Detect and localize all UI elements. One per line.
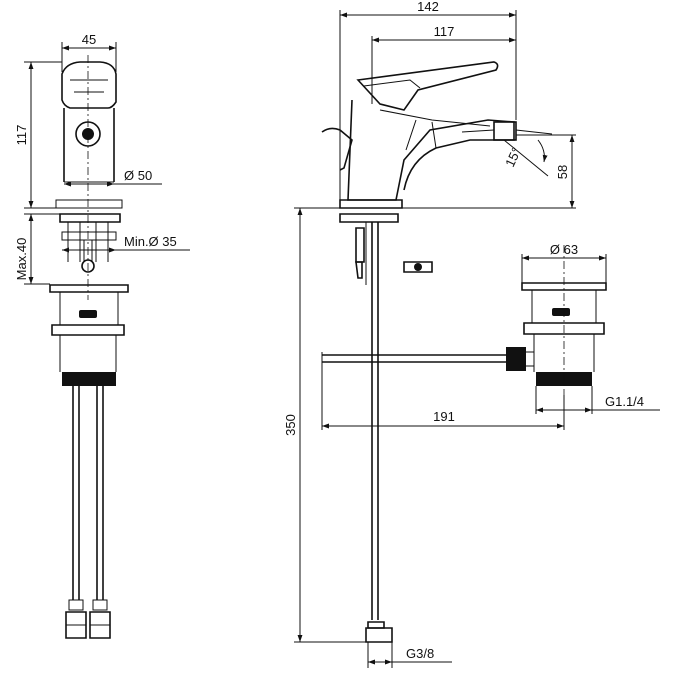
front-handle bbox=[61, 61, 117, 109]
dim-front-height: 117 bbox=[14, 125, 29, 146]
dim-deck-thickness: Max.40 bbox=[14, 238, 29, 281]
dim-waste-diameter: Ø 63 bbox=[550, 242, 578, 257]
side-handle bbox=[356, 61, 499, 111]
dim-front-width: 45 bbox=[82, 32, 96, 47]
front-view: 45 117 Ø 50 Max.40 Min.Ø 35 bbox=[14, 32, 190, 639]
dim-hole-diameter: Min.Ø 35 bbox=[124, 234, 177, 249]
dim-spout-height: 58 bbox=[555, 165, 570, 179]
side-view: 142 117 15° 58 Ø 63 G1.1/4 191 350 bbox=[283, 0, 660, 668]
dim-hose-length: 350 bbox=[283, 414, 298, 436]
dim-body-diameter: Ø 50 bbox=[124, 168, 152, 183]
dim-rod-length: 191 bbox=[433, 409, 455, 424]
dim-hose-thread: G3/8 bbox=[406, 646, 434, 661]
dim-spray-angle: 15° bbox=[502, 145, 524, 169]
dim-side-total-width: 142 bbox=[417, 0, 439, 14]
dim-side-spout-width: 117 bbox=[434, 24, 455, 39]
dim-waste-thread: G1.1/4 bbox=[605, 394, 644, 409]
